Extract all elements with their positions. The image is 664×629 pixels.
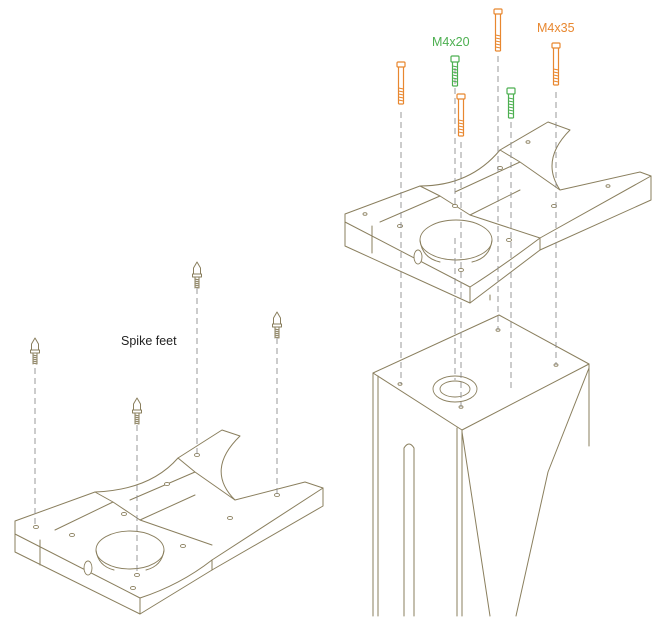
top-plate — [344, 121, 652, 304]
top-plate-screw-hole — [452, 203, 458, 209]
base-plate-spike-hole — [134, 572, 140, 578]
m4x35-label: M4x35 — [537, 21, 575, 35]
spike-foot — [272, 311, 282, 339]
spike-foot — [30, 337, 40, 365]
base-plate-spike-hole — [33, 524, 39, 530]
top-plate-screw-hole — [551, 203, 557, 209]
m4x35-screw — [396, 61, 406, 105]
m4x35-screw — [456, 93, 466, 137]
top-plate-screw-hole — [497, 165, 503, 171]
m4x35-screw — [493, 8, 503, 52]
base-plate — [14, 429, 324, 615]
stand-pillar — [372, 314, 590, 617]
top-plate-screw-hole — [397, 223, 403, 229]
top-plate-screw-hole — [506, 237, 512, 243]
spike-foot — [192, 261, 202, 289]
assembly-guide-lines — [34, 56, 557, 575]
spike-feet-label: Spike feet — [121, 334, 177, 348]
m4x20-screw — [506, 87, 516, 119]
base-plate-side-slot — [83, 560, 93, 576]
base-plate-center-hole — [95, 530, 165, 570]
m4x20-label: M4x20 — [432, 35, 470, 49]
top-plate-side-slot — [413, 249, 423, 265]
m4x35-screw — [551, 42, 561, 86]
top-plate-center-hole — [419, 219, 493, 261]
m4x20-screw — [450, 55, 460, 87]
spike-foot — [132, 397, 142, 425]
top-plate-screw-hole — [458, 267, 464, 273]
